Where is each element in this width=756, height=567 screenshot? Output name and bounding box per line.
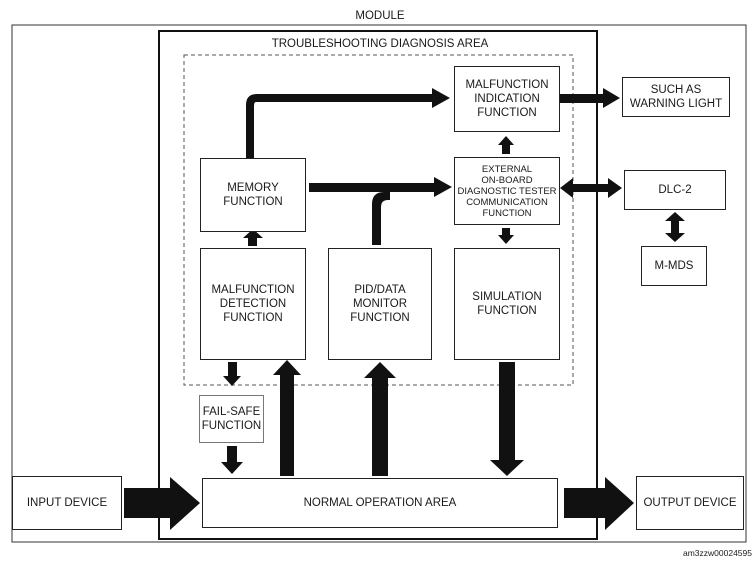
arrow-sim-to-normal-shaft [499, 362, 515, 462]
normal-operation-box: NORMAL OPERATION AREA [202, 478, 558, 528]
arrow-indication-to-light-head [603, 88, 620, 108]
arrow-output-head [605, 477, 634, 530]
arrow-tester-dlc-head-left [560, 178, 573, 198]
arrow-output-shaft [564, 488, 608, 518]
arrow-failsafe-to-normal-head [221, 462, 243, 474]
arrow-normal-to-detect-head [273, 360, 301, 375]
output-device-box: OUTPUT DEVICE [636, 476, 744, 530]
figure-id: am3zzw00024595 [683, 548, 752, 558]
warning-light-box: SUCH AS WARNING LIGHT [622, 77, 730, 117]
arrow-tester-dlc-shaft [572, 184, 610, 192]
arrow-tester-to-sim-head [498, 235, 514, 244]
outer-border [11, 24, 747, 543]
arrow-input-shaft [124, 488, 176, 518]
malfunction-indication-box: MALFUNCTION INDICATION FUNCTION [454, 66, 560, 132]
arrow-dlc-mmds-head-down [665, 233, 685, 242]
pid-data-monitor-box: PID/DATA MONITOR FUNCTION [328, 248, 432, 360]
arrow-sim-to-normal-head [490, 460, 524, 476]
arrows [124, 88, 685, 530]
external-tester-box: EXTERNAL ON-BOARD DIAGNOSTIC TESTER COMM… [454, 157, 560, 225]
arrow-normal-to-detect-shaft [280, 372, 294, 476]
arrow-memory-to-tester-head [434, 177, 452, 197]
m-mds-box: M-MDS [641, 246, 707, 286]
arrow-input-head [170, 477, 200, 530]
arrow-tester-to-indication-head [498, 136, 514, 145]
dlc2-box: DLC-2 [624, 170, 726, 210]
memory-function-box: MEMORY FUNCTION [200, 158, 306, 232]
arrow-indication-to-light-shaft [560, 94, 604, 103]
arrow-memory-to-indication [246, 88, 450, 158]
input-device-box: INPUT DEVICE [12, 476, 122, 530]
module-label: MODULE [355, 10, 405, 22]
module-border [158, 30, 598, 540]
arrow-dlc-mmds-head-up [665, 212, 685, 221]
arrow-tester-to-sim-shaft [502, 228, 510, 236]
arrow-tester-to-indication-shaft [502, 144, 510, 154]
arrow-detect-to-memory-shaft [248, 237, 257, 246]
arrow-detect-to-memory-head [243, 229, 263, 238]
arrow-detect-to-failsafe-shaft [228, 362, 237, 377]
arrow-memory-to-tester-shaft [309, 183, 435, 192]
arrow-normal-to-pid-head [364, 362, 396, 378]
arrow-pid-join [372, 192, 390, 245]
arrow-tester-dlc-head-right [608, 178, 622, 198]
arrow-normal-to-pid-shaft [372, 376, 388, 476]
arrow-detect-to-failsafe-head [223, 376, 241, 386]
simulation-box: SIMULATION FUNCTION [454, 248, 560, 360]
fail-safe-box: FAIL-SAFE FUNCTION [199, 395, 264, 443]
diagnosis-area-label: TROUBLESHOOTING DIAGNOSIS AREA [271, 38, 489, 50]
malfunction-detection-box: MALFUNCTION DETECTION FUNCTION [200, 248, 306, 360]
arrow-failsafe-to-normal-shaft [227, 446, 237, 463]
arrow-dlc-mmds-shaft [671, 219, 679, 235]
